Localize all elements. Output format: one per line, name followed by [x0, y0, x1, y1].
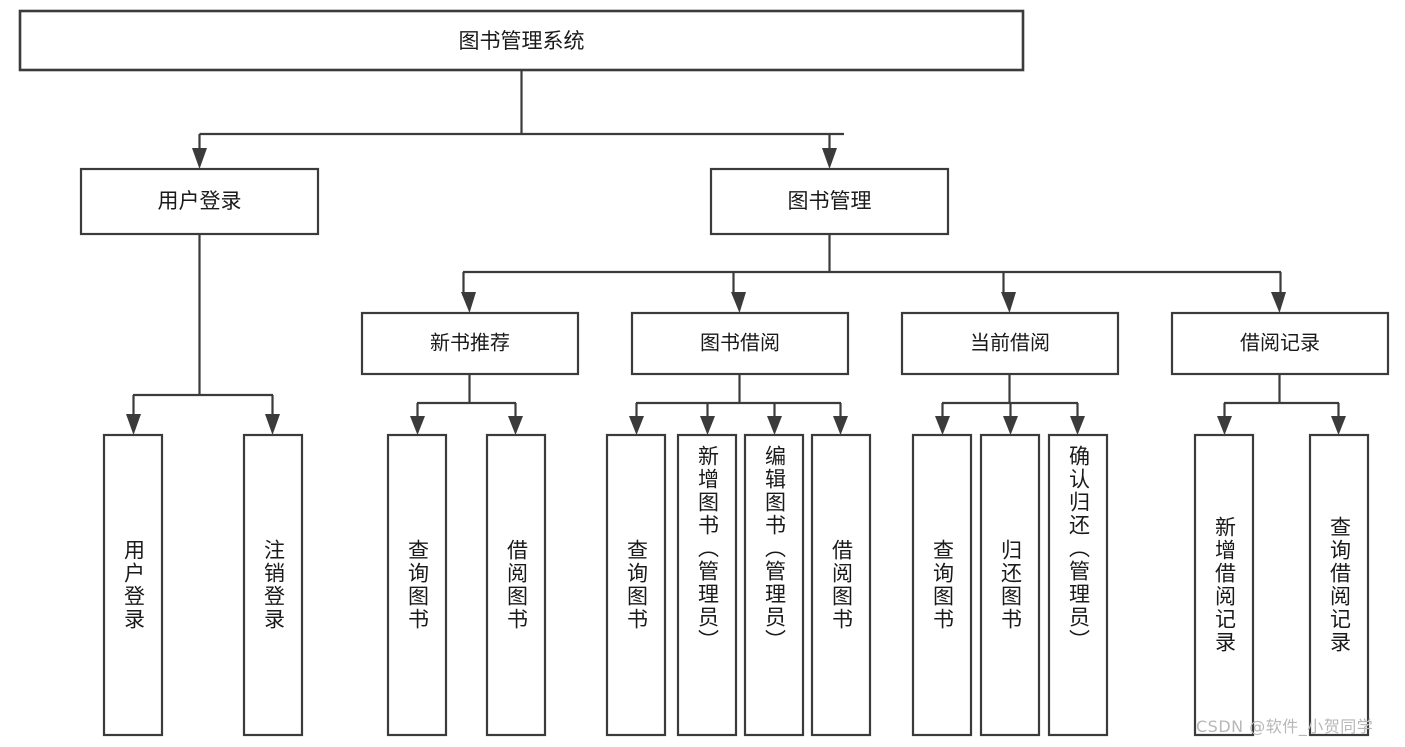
node-leaf-query-book-cur-box[interactable]	[911, 433, 973, 737]
arrow-head-leaf-add-record	[1217, 416, 1232, 435]
node-current-borrow[interactable]: 当前借阅	[900, 311, 1120, 376]
arrow-head-leaf-borrow-book-bw	[833, 416, 848, 435]
arrow-head-leaf-confirm-return	[1070, 416, 1085, 435]
arrow-head-leaf-user-login	[126, 414, 141, 435]
arrow-head-book-borrow	[731, 292, 746, 313]
node-current-borrow-label: 当前借阅	[970, 331, 1050, 355]
arrow-head-leaf-query-record	[1331, 416, 1346, 435]
arrow-head-leaf-edit-book	[767, 416, 782, 435]
node-leaf-edit-book-box[interactable]	[743, 433, 805, 737]
node-root[interactable]: 图书管理系统	[18, 9, 1025, 72]
connector-group-new-book-rec	[410, 374, 523, 435]
node-leaf-borrow-book-bw-box[interactable]	[810, 433, 872, 737]
connector-group-current-borrow	[935, 374, 1085, 435]
arrow-head-leaf-return-book	[1003, 416, 1018, 435]
node-user-login-box[interactable]	[79, 167, 320, 236]
arrow-head-borrow-record	[1271, 292, 1286, 313]
node-user-login-label: 用户登录	[158, 189, 242, 213]
arrow-head-leaf-borrow-book-rec	[508, 416, 523, 435]
node-leaf-logout-box[interactable]	[242, 433, 304, 737]
node-borrow-record[interactable]: 借阅记录	[1170, 311, 1390, 376]
node-leaf-user-login-box[interactable]	[102, 433, 164, 737]
node-leaf-query-record-box[interactable]	[1308, 433, 1370, 737]
arrow-head-book-manage	[822, 148, 837, 169]
node-root-box[interactable]	[18, 9, 1025, 72]
connector-group-book-borrow	[629, 374, 848, 435]
arrow-head-new-book-rec	[461, 292, 476, 313]
node-book-borrow-label: 图书借阅	[700, 331, 780, 355]
node-leaf-add-record-box[interactable]	[1193, 433, 1255, 737]
node-book-manage[interactable]: 图书管理	[709, 167, 950, 236]
arrow-head-leaf-logout	[265, 414, 280, 435]
connector-group-book-manage	[461, 234, 1286, 313]
node-current-borrow-box[interactable]	[900, 311, 1120, 376]
node-new-book-rec[interactable]: 新书推荐	[360, 311, 580, 376]
arrow-head-current-borrow	[1001, 292, 1016, 313]
arrow-head-leaf-query-book-bw	[629, 416, 644, 435]
node-leaf-return-book-box[interactable]	[979, 433, 1041, 737]
node-leaf-borrow-book-rec-box[interactable]	[485, 433, 547, 737]
node-user-login[interactable]: 用户登录	[79, 167, 320, 236]
arrow-head-user-login	[192, 148, 207, 169]
node-book-manage-box[interactable]	[709, 167, 950, 236]
node-leaf-confirm-return-box[interactable]	[1047, 433, 1109, 737]
node-leaf-query-book-bw-box[interactable]	[605, 433, 667, 737]
connector-group-root	[192, 70, 844, 169]
node-new-book-rec-label: 新书推荐	[430, 331, 510, 355]
node-leaf-add-book-box[interactable]	[676, 433, 738, 737]
arrow-head-leaf-query-book-rec	[410, 416, 425, 435]
arrow-head-leaf-query-book-cur	[935, 416, 950, 435]
node-root-label: 图书管理系统	[459, 29, 585, 53]
csdn-watermark: CSDN @软件_小贺同学	[1196, 717, 1374, 736]
node-book-borrow[interactable]: 图书借阅	[630, 311, 850, 376]
arrow-head-leaf-add-book	[700, 416, 715, 435]
node-book-borrow-box[interactable]	[630, 311, 850, 376]
connector-group-borrow-record	[1217, 374, 1346, 435]
node-new-book-rec-box[interactable]	[360, 311, 580, 376]
connector-group-user-login	[126, 234, 280, 435]
node-book-manage-label: 图书管理	[788, 189, 872, 213]
node-borrow-record-box[interactable]	[1170, 311, 1390, 376]
node-leaf-query-book-rec-box[interactable]	[386, 433, 448, 737]
node-borrow-record-label: 借阅记录	[1240, 331, 1320, 355]
